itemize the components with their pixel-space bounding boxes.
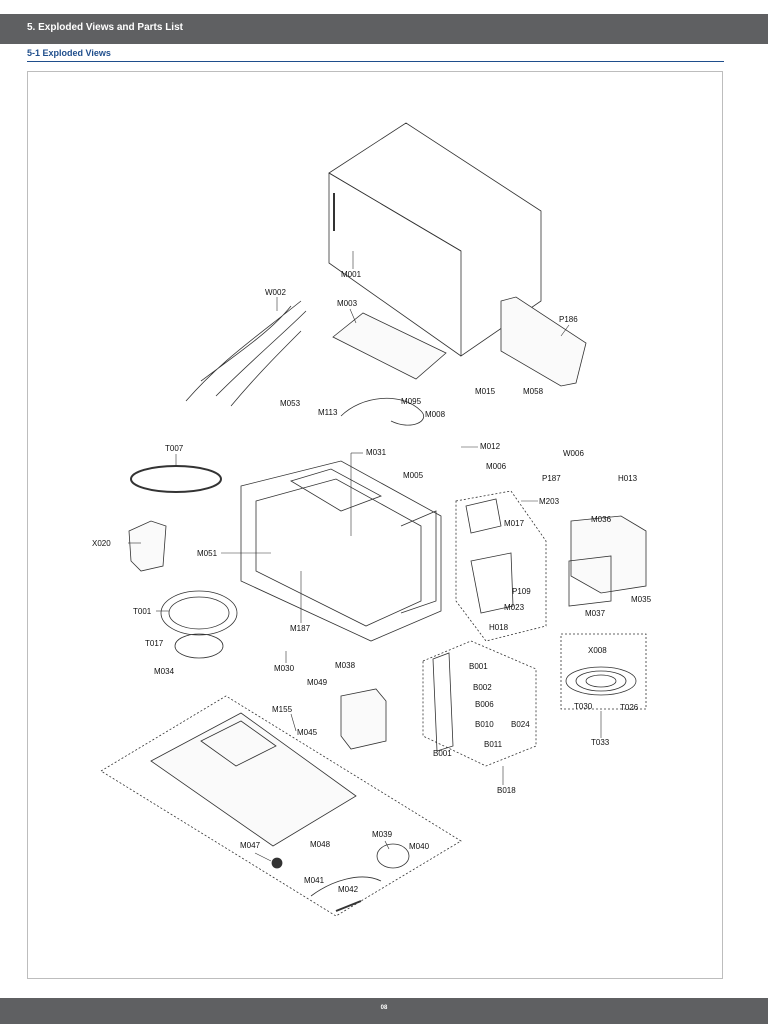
label-m005: M005 <box>403 471 424 480</box>
label-w002: W002 <box>265 288 286 297</box>
transformer-shape <box>570 515 647 594</box>
plate-shape <box>332 312 447 380</box>
label-m038: M038 <box>335 661 356 670</box>
label-t033: T033 <box>591 738 610 747</box>
label-t007: T007 <box>165 444 184 453</box>
label-m008: M008 <box>425 410 446 419</box>
label-b010: B010 <box>475 720 494 729</box>
door-lock-outline <box>422 640 537 767</box>
label-m015: M015 <box>475 387 496 396</box>
label-b001-top: B001 <box>469 662 488 671</box>
label-m023: M023 <box>504 603 525 612</box>
label-x020: X020 <box>92 539 111 548</box>
header-bar: 5. Exploded Views and Parts List <box>0 14 768 44</box>
label-m041: M041 <box>304 876 325 885</box>
motor-shape <box>376 843 410 869</box>
part-labels: M001 W002 M003 P186 M015 M058 M053 M113 … <box>92 270 652 894</box>
label-m035: M035 <box>631 595 652 604</box>
label-t001: T001 <box>133 607 152 616</box>
section-title: 5-1 Exploded Views <box>27 48 111 58</box>
label-m187: M187 <box>290 624 311 633</box>
back-plate-shape <box>500 296 587 387</box>
label-t030: T030 <box>574 702 593 711</box>
fan-group-outline <box>455 490 547 642</box>
label-b024: B024 <box>511 720 530 729</box>
label-t026: T026 <box>620 703 639 712</box>
label-m095: M095 <box>401 397 422 406</box>
label-m031: M031 <box>366 448 387 457</box>
label-m047: M047 <box>240 841 261 850</box>
label-b011: B011 <box>484 740 503 749</box>
wire-shape <box>310 876 382 897</box>
page-title: 5. Exploded Views and Parts List <box>27 22 183 33</box>
cavity-shape <box>240 460 442 642</box>
footer-bar: 08 <box>0 998 768 1024</box>
section-divider <box>27 61 724 62</box>
label-m030: M030 <box>274 664 295 673</box>
label-m051: M051 <box>197 549 218 558</box>
label-b002: B002 <box>473 683 492 692</box>
label-m017: M017 <box>504 519 525 528</box>
label-m048: M048 <box>310 840 331 849</box>
label-m006: M006 <box>486 462 507 471</box>
magnetron-shape <box>340 688 387 750</box>
label-h018: H018 <box>489 623 509 632</box>
label-m113: M113 <box>318 408 338 417</box>
ring-shape <box>130 465 222 493</box>
label-b018: B018 <box>497 786 516 795</box>
label-x008: X008 <box>588 646 607 655</box>
label-m003: M003 <box>337 299 358 308</box>
label-p186: P186 <box>559 315 578 324</box>
label-m053: M053 <box>280 399 301 408</box>
label-p109: P109 <box>512 587 531 596</box>
bracket-shape <box>128 520 167 572</box>
harness-shape <box>185 300 307 407</box>
base-outline <box>100 695 462 917</box>
page-number: 08 <box>380 1005 388 1011</box>
base-plate-shape <box>150 712 357 847</box>
foot-shape <box>271 857 283 869</box>
label-m037: M037 <box>585 609 606 618</box>
label-b001-bottom: B001 <box>433 749 452 758</box>
label-m049: M049 <box>307 678 328 687</box>
label-m040: M040 <box>409 842 430 851</box>
label-m058: M058 <box>523 387 544 396</box>
heater-shape <box>340 397 424 426</box>
label-m045: M045 <box>297 728 318 737</box>
label-m036: M036 <box>591 515 612 524</box>
label-p187: P187 <box>542 474 561 483</box>
label-m203: M203 <box>539 497 560 506</box>
label-h013: H013 <box>618 474 638 483</box>
label-m039: M039 <box>372 830 393 839</box>
label-b006: B006 <box>475 700 494 709</box>
turntable-shape <box>160 590 238 636</box>
label-m012: M012 <box>480 442 501 451</box>
label-w006: W006 <box>563 449 584 458</box>
label-m042: M042 <box>338 885 359 894</box>
label-m001: M001 <box>341 270 362 279</box>
leader-lines <box>128 251 602 862</box>
exploded-view-drawing: M001 W002 M003 P186 M015 M058 M053 M113 … <box>92 122 652 917</box>
label-t017: T017 <box>145 639 164 648</box>
label-m034: M034 <box>154 667 175 676</box>
label-m155: M155 <box>272 705 293 714</box>
exploded-view-diagram: M001 W002 M003 P186 M015 M058 M053 M113 … <box>27 71 723 979</box>
